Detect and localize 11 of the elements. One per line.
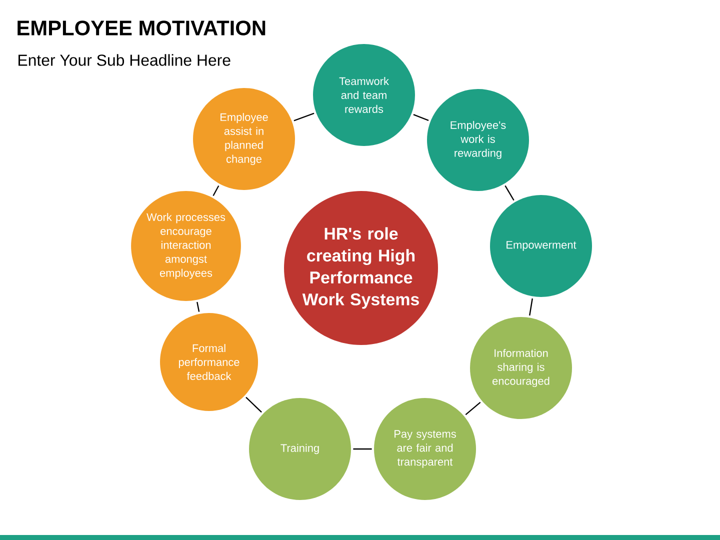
connector-line [353,448,372,450]
connector-line [465,402,481,416]
connector-line [294,112,314,122]
connector-line [504,185,514,201]
connector-line [246,396,262,413]
connector-line [413,114,429,122]
connector-line [196,302,200,312]
subtitle: Enter Your Sub Headline Here [18,54,230,66]
title: EMPLOYEE MOTIVATION [18,20,266,36]
connector-line [212,185,220,196]
connector-line [529,298,533,316]
